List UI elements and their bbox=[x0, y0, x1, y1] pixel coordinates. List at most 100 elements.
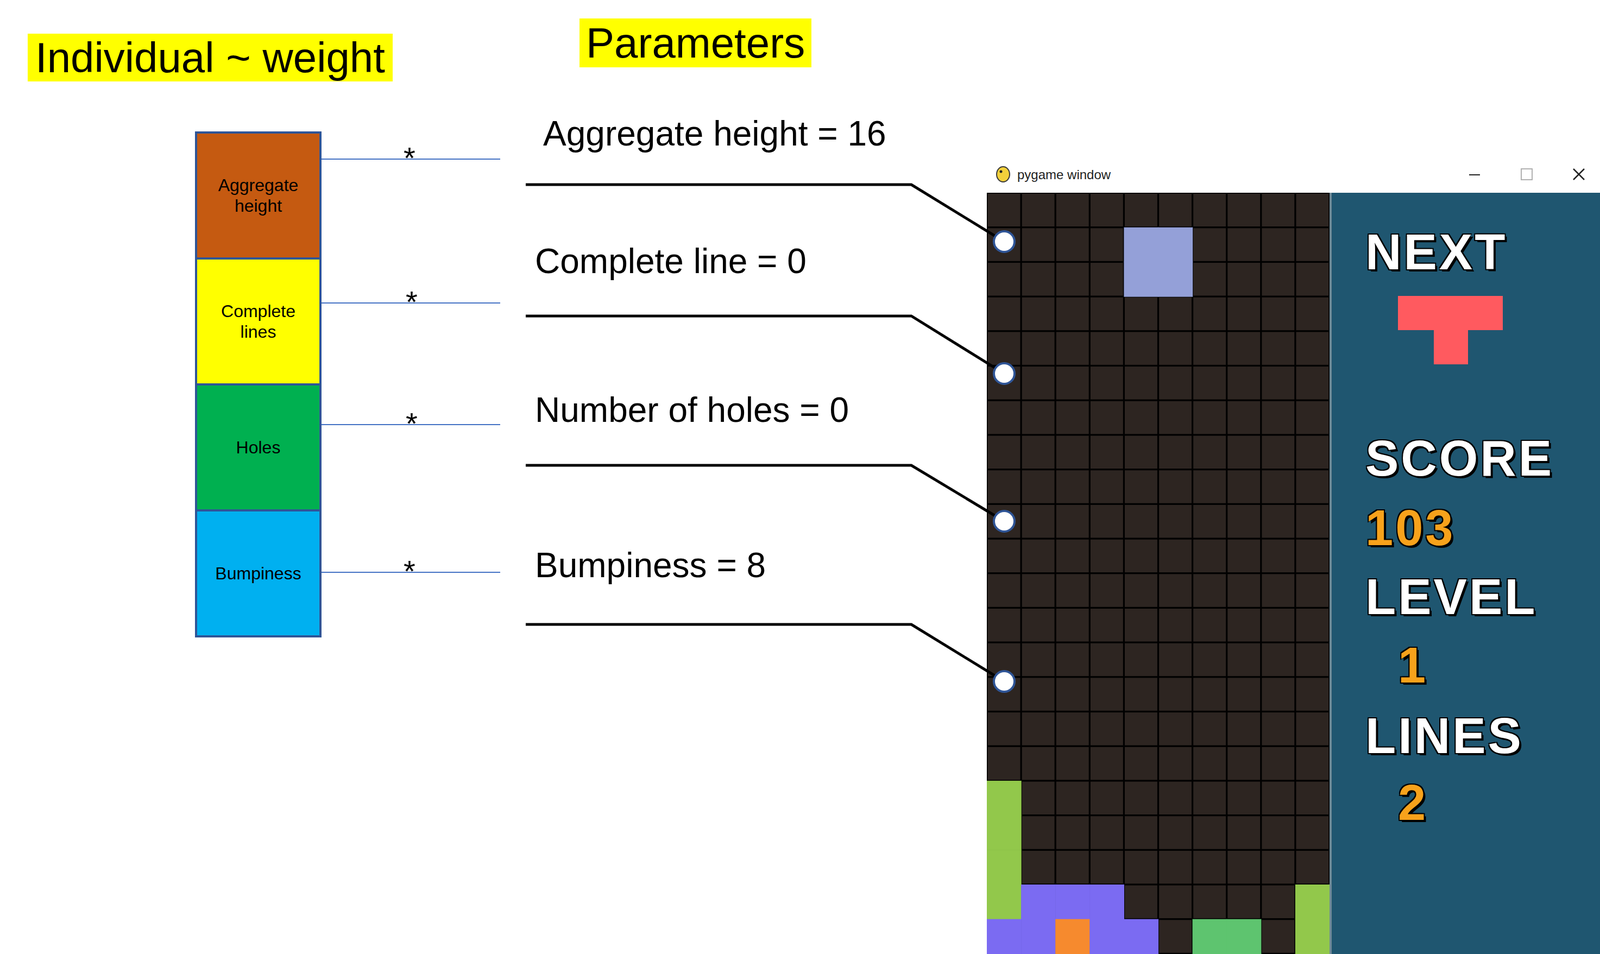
maximize-button bbox=[1521, 168, 1533, 180]
weight-box: Holes bbox=[194, 383, 322, 512]
empty-cell bbox=[987, 505, 1021, 539]
empty-cell bbox=[1296, 539, 1329, 573]
empty-cell bbox=[1296, 262, 1329, 296]
empty-cell bbox=[987, 747, 1021, 781]
empty-cell bbox=[1193, 366, 1226, 400]
game-caption: LINES bbox=[1365, 710, 1524, 762]
empty-cell bbox=[1227, 228, 1261, 262]
empty-cell bbox=[1090, 193, 1124, 228]
empty-cell bbox=[1022, 712, 1055, 746]
empty-cell bbox=[1056, 401, 1089, 435]
empty-cell bbox=[1227, 262, 1261, 296]
tetris-block bbox=[1021, 884, 1056, 920]
empty-cell bbox=[1261, 885, 1295, 919]
empty-cell bbox=[1261, 262, 1295, 296]
empty-cell bbox=[1193, 539, 1226, 573]
empty-cell bbox=[1193, 436, 1226, 470]
empty-cell bbox=[1261, 297, 1295, 331]
empty-cell bbox=[1296, 436, 1329, 470]
empty-cell bbox=[1296, 747, 1329, 781]
tetris-block bbox=[986, 780, 1022, 816]
tetris-block bbox=[1295, 884, 1331, 920]
empty-cell bbox=[1296, 228, 1329, 262]
empty-cell bbox=[1056, 262, 1089, 296]
empty-cell bbox=[1227, 539, 1261, 573]
heading: Parameters bbox=[579, 18, 812, 68]
leader-lines bbox=[525, 184, 1005, 682]
empty-cell bbox=[1056, 712, 1089, 746]
empty-cell bbox=[1296, 574, 1329, 608]
empty-cell bbox=[1158, 470, 1192, 504]
tetris-block bbox=[1123, 919, 1159, 954]
box-label: Complete lines bbox=[212, 300, 305, 343]
empty-cell bbox=[1090, 782, 1124, 816]
empty-cell bbox=[987, 193, 1021, 228]
empty-cell bbox=[1158, 193, 1192, 228]
tetris-block bbox=[1192, 919, 1228, 954]
weight-box: Complete lines bbox=[194, 257, 322, 386]
empty-cell bbox=[1227, 712, 1261, 746]
empty-cell bbox=[1124, 851, 1158, 885]
game-caption: LEVEL bbox=[1365, 571, 1537, 623]
empty-cell bbox=[1022, 677, 1055, 711]
multiply-sign: * bbox=[403, 556, 416, 587]
tetris-block bbox=[1295, 919, 1331, 954]
empty-cell bbox=[1193, 193, 1226, 228]
empty-cell bbox=[1124, 366, 1158, 400]
empty-cell bbox=[1056, 331, 1089, 365]
tetris-block bbox=[986, 884, 1022, 920]
empty-cell bbox=[1261, 816, 1295, 850]
empty-cell bbox=[1090, 366, 1124, 400]
empty-cell bbox=[1056, 470, 1089, 504]
empty-cell bbox=[1227, 608, 1261, 642]
empty-cell bbox=[1022, 297, 1055, 331]
empty-cell bbox=[1056, 851, 1089, 885]
empty-cell bbox=[1296, 331, 1329, 365]
empty-cell bbox=[1090, 539, 1124, 573]
game-caption: SCORE bbox=[1365, 433, 1554, 484]
next-piece bbox=[1397, 295, 1503, 365]
empty-cell bbox=[1022, 782, 1055, 816]
empty-cell bbox=[1261, 712, 1295, 746]
empty-cell bbox=[1090, 851, 1124, 885]
empty-cell bbox=[1261, 747, 1295, 781]
empty-cell bbox=[1158, 436, 1192, 470]
parameter-value: Aggregate height = 16 bbox=[543, 112, 887, 155]
empty-cell bbox=[1022, 401, 1055, 435]
empty-cell bbox=[1124, 885, 1158, 919]
minimize-button bbox=[1469, 174, 1480, 176]
empty-cell bbox=[1193, 885, 1226, 919]
window-title-bar bbox=[986, 161, 1600, 193]
empty-cell bbox=[1296, 816, 1329, 850]
empty-cell bbox=[1193, 297, 1226, 331]
empty-cell bbox=[1296, 677, 1329, 711]
parameter-value: Bumpiness = 8 bbox=[534, 544, 766, 587]
empty-cell bbox=[1124, 436, 1158, 470]
empty-cell bbox=[1158, 366, 1192, 400]
empty-cell bbox=[1261, 643, 1295, 677]
empty-cell bbox=[1261, 193, 1295, 228]
heading: Individual ~ weight bbox=[27, 33, 393, 82]
tetris-block bbox=[1158, 261, 1194, 297]
empty-cell bbox=[987, 436, 1021, 470]
empty-cell bbox=[1193, 470, 1226, 504]
empty-cell bbox=[1158, 816, 1192, 850]
empty-cell bbox=[1158, 851, 1192, 885]
empty-cell bbox=[1296, 782, 1329, 816]
empty-cell bbox=[1261, 920, 1295, 954]
box-label: Aggregate height bbox=[212, 174, 305, 217]
empty-cell bbox=[1193, 712, 1226, 746]
empty-cell bbox=[1022, 851, 1055, 885]
empty-cell bbox=[1296, 608, 1329, 642]
empty-cell bbox=[1193, 401, 1226, 435]
empty-cell bbox=[1090, 747, 1124, 781]
empty-cell bbox=[987, 262, 1021, 296]
empty-cell bbox=[1022, 366, 1055, 400]
empty-cell bbox=[1124, 401, 1158, 435]
empty-cell bbox=[1296, 297, 1329, 331]
empty-cell bbox=[1261, 539, 1295, 573]
empty-cell bbox=[1158, 920, 1192, 954]
weight-box: Bumpiness bbox=[194, 509, 322, 638]
multiply-sign: * bbox=[405, 408, 418, 439]
empty-cell bbox=[1227, 505, 1261, 539]
